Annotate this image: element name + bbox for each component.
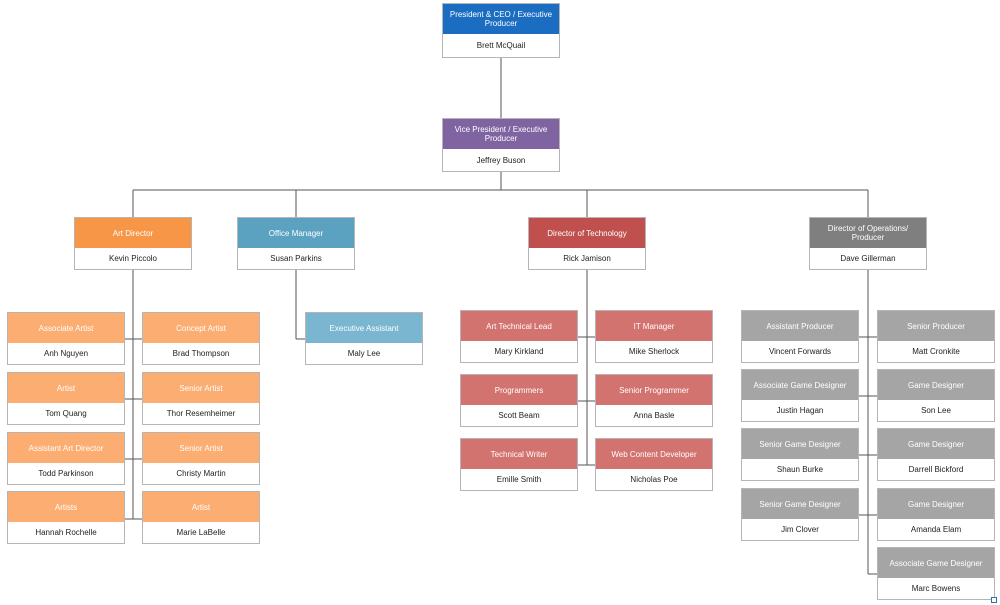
org-node-title: Concept Artist [143,313,259,343]
org-node-title: Associate Game Designer [878,548,994,578]
org-node-name: Todd Parkinson [8,463,124,484]
org-node-name: Maly Lee [306,343,422,364]
org-node-title: Associate Game Designer [742,370,858,400]
org-node-name: Susan Parkins [238,248,354,269]
org-node-title: Director of Technology [529,218,645,248]
org-node-title: Director of Operations/ Producer [810,218,926,248]
org-node-name: Matt Cronkite [878,341,994,362]
org-node-title: IT Manager [596,311,712,341]
org-node-name: Brett McQuail [443,34,559,57]
org-node-name: Christy Martin [143,463,259,484]
org-node-name: Mike Sherlock [596,341,712,362]
org-node-name: Jim Clover [742,519,858,540]
org-node-name: Tom Quang [8,403,124,424]
org-node-title: Game Designer [878,370,994,400]
org-node-title: Senior Programmer [596,375,712,405]
org-node-name: Justin Hagan [742,400,858,421]
org-node-title: Web Content Developer [596,439,712,469]
org-node-name: Rick Jamison [529,248,645,269]
org-node-title: Senior Game Designer [742,429,858,459]
org-node-title: Artist [143,492,259,522]
org-node-name: Mary Kirkland [461,341,577,362]
org-node-title: Associate Artist [8,313,124,343]
org-node-name: Kevin Piccolo [75,248,191,269]
org-node-name: Emille Smith [461,469,577,490]
org-node-title: Office Manager [238,218,354,248]
org-node-title: Assistant Art Director [8,433,124,463]
org-node-name: Anh Nguyen [8,343,124,364]
org-node-name: Anna Basle [596,405,712,426]
org-node-name: Marc Bowens [878,578,994,599]
org-node-name: Scott Beam [461,405,577,426]
org-node-title: President & CEO / Executive Producer [443,4,559,34]
org-node-title: Programmers [461,375,577,405]
org-node-title: Art Director [75,218,191,248]
org-node-title: Art Technical Lead [461,311,577,341]
org-node-name: Hannah Rochelle [8,522,124,543]
org-node-title: Technical Writer [461,439,577,469]
org-node-name: Thor Resemheimer [143,403,259,424]
org-node-name: Darrell Bickford [878,459,994,480]
org-node-name: Amanda Elam [878,519,994,540]
org-node-name: Dave Gillerman [810,248,926,269]
org-node-title: Artists [8,492,124,522]
org-node-title: Vice President / Executive Producer [443,119,559,149]
org-node-name: Shaun Burke [742,459,858,480]
org-node-title: Senior Producer [878,311,994,341]
resize-handle[interactable] [991,597,997,603]
org-node-title: Artist [8,373,124,403]
org-node-name: Marie LaBelle [143,522,259,543]
org-node-name: Vincent Forwards [742,341,858,362]
org-node-title: Senior Artist [143,433,259,463]
org-node-title: Senior Game Designer [742,489,858,519]
org-node-title: Executive Assistant [306,313,422,343]
org-node-name: Jeffrey Buson [443,149,559,171]
org-node-title: Assistant Producer [742,311,858,341]
org-node-name: Brad Thompson [143,343,259,364]
org-node-title: Game Designer [878,489,994,519]
org-node-name: Nicholas Poe [596,469,712,490]
org-node-title: Senior Artist [143,373,259,403]
org-node-title: Game Designer [878,429,994,459]
org-node-name: Son Lee [878,400,994,421]
